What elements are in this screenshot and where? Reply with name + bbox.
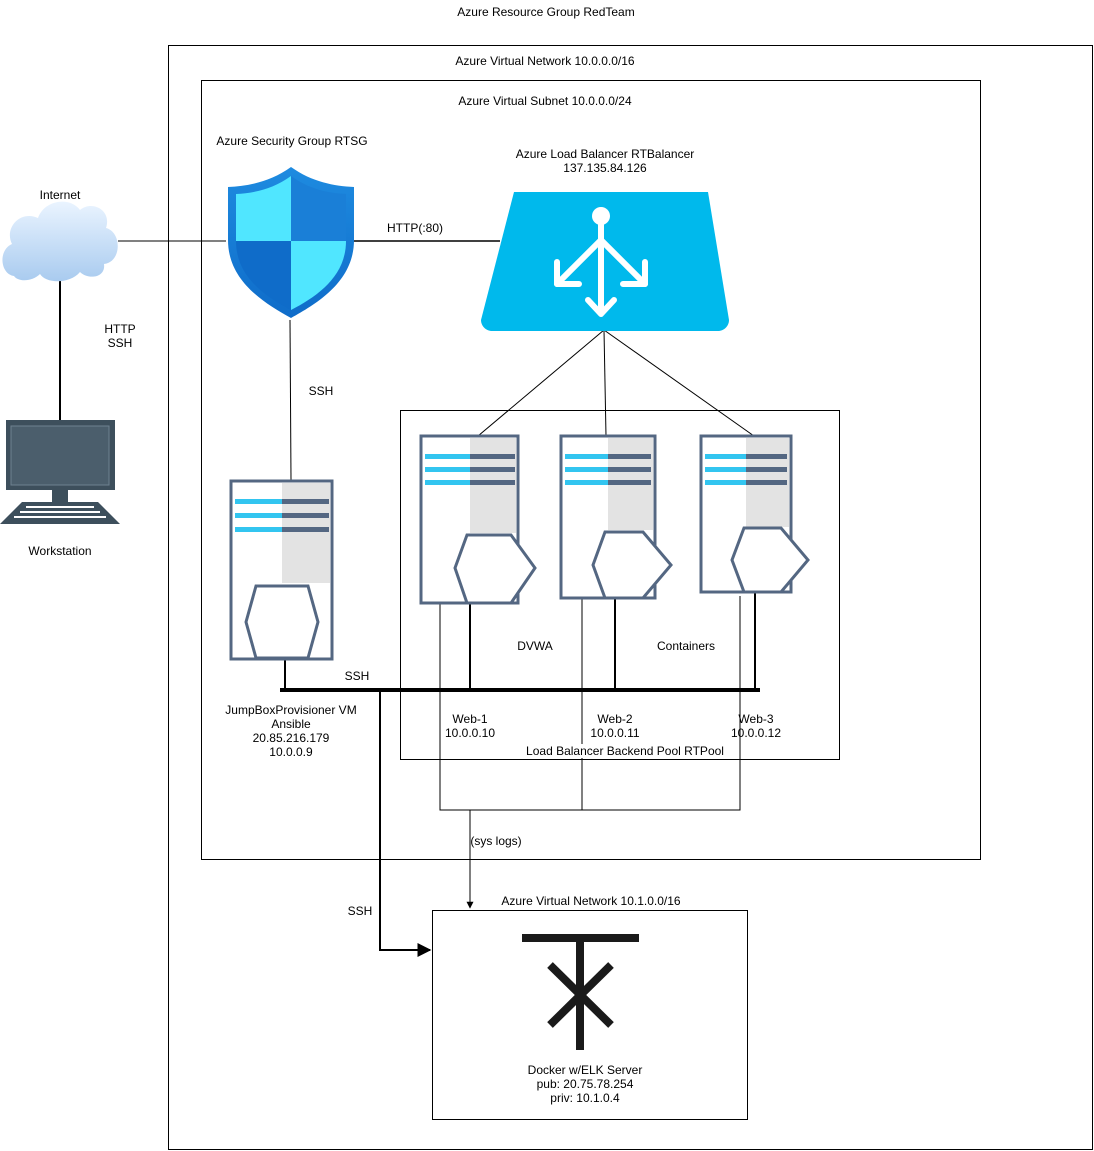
protocol-http: HTTP	[104, 322, 136, 336]
http-80-label: HTTP(:80)	[386, 221, 444, 235]
elk-private-ip: priv: 10.1.0.4	[550, 1091, 620, 1105]
elk-icon	[522, 934, 639, 1050]
elk-vnet-title: Azure Virtual Network 10.1.0.0/16	[501, 894, 681, 908]
internet-workstation-protocols: HTTP SSH	[104, 322, 135, 350]
load-balancer-icon	[481, 192, 729, 331]
jumpbox-bus-ssh-label: SSH	[344, 669, 370, 683]
cloud-icon	[2, 201, 118, 282]
internet-label: Internet	[39, 188, 81, 202]
vnet-title: Azure Virtual Network 10.0.0.0/16	[455, 54, 635, 68]
protocol-ssh: SSH	[107, 336, 133, 350]
web-2-name: Web-2	[597, 712, 633, 726]
web-2-ip: 10.0.0.11	[590, 726, 640, 740]
web-1-label: Web-1 10.0.0.10	[445, 712, 495, 740]
jumpbox-private-ip: 10.0.0.9	[269, 745, 313, 759]
web-3-ip: 10.0.0.12	[730, 726, 782, 740]
subnet-title: Azure Virtual Subnet 10.0.0.0/24	[458, 94, 632, 108]
security-group-title: Azure Security Group RTSG	[216, 134, 368, 148]
monitor-icon	[0, 420, 120, 524]
connector-lines	[59, 240, 760, 957]
jumpbox-to-elk-ssh-label: SSH	[347, 904, 373, 918]
load-balancer-title: Azure Load Balancer RTBalancer 137.135.8…	[516, 147, 695, 175]
web-2-label: Web-2 10.0.0.11	[590, 712, 639, 740]
workstation-label: Workstation	[28, 544, 92, 558]
backend-pool-box	[400, 410, 840, 760]
web-3-label: Web-3 10.0.0.12	[731, 712, 781, 740]
server-icon-web-1	[419, 434, 537, 605]
server-icon-web-2	[559, 434, 673, 600]
syslogs-label: (sys logs)	[470, 834, 522, 848]
shield-icon	[228, 167, 354, 318]
vnet-box	[168, 45, 1093, 1150]
load-balancer-ip: 137.135.84.126	[563, 161, 647, 175]
resource-group-title: Azure Resource Group RedTeam	[457, 5, 635, 19]
web-3-name: Web-3	[738, 712, 774, 726]
server-icon-web-3	[699, 434, 810, 594]
elk-public-ip: pub: 20.75.78.254	[536, 1077, 634, 1091]
elk-name: Docker w/ELK Server	[527, 1063, 643, 1077]
load-balancer-name: Azure Load Balancer RTBalancer	[515, 147, 695, 161]
web-1-ip: 10.0.0.10	[444, 726, 496, 740]
elk-label: Docker w/ELK Server pub: 20.75.78.254 pr…	[528, 1063, 643, 1105]
web-1-name: Web-1	[452, 712, 488, 726]
subnet-box	[201, 80, 981, 860]
sg-to-jumpbox-ssh-label: SSH	[308, 384, 334, 398]
server-icon-jumpbox	[229, 479, 334, 661]
jumpbox-role: Ansible	[271, 717, 311, 731]
jumpbox-public-ip: 20.85.216.179	[252, 731, 330, 745]
containers-label: Containers	[656, 639, 716, 653]
jumpbox-name: JumpBoxProvisioner VM	[225, 703, 357, 717]
jumpbox-label: JumpBoxProvisioner VM Ansible 20.85.216.…	[225, 703, 356, 759]
backend-pool-title: Load Balancer Backend Pool RTPool	[526, 744, 724, 758]
dvwa-label: DVWA	[517, 639, 553, 653]
elk-vnet-box	[432, 910, 748, 1120]
